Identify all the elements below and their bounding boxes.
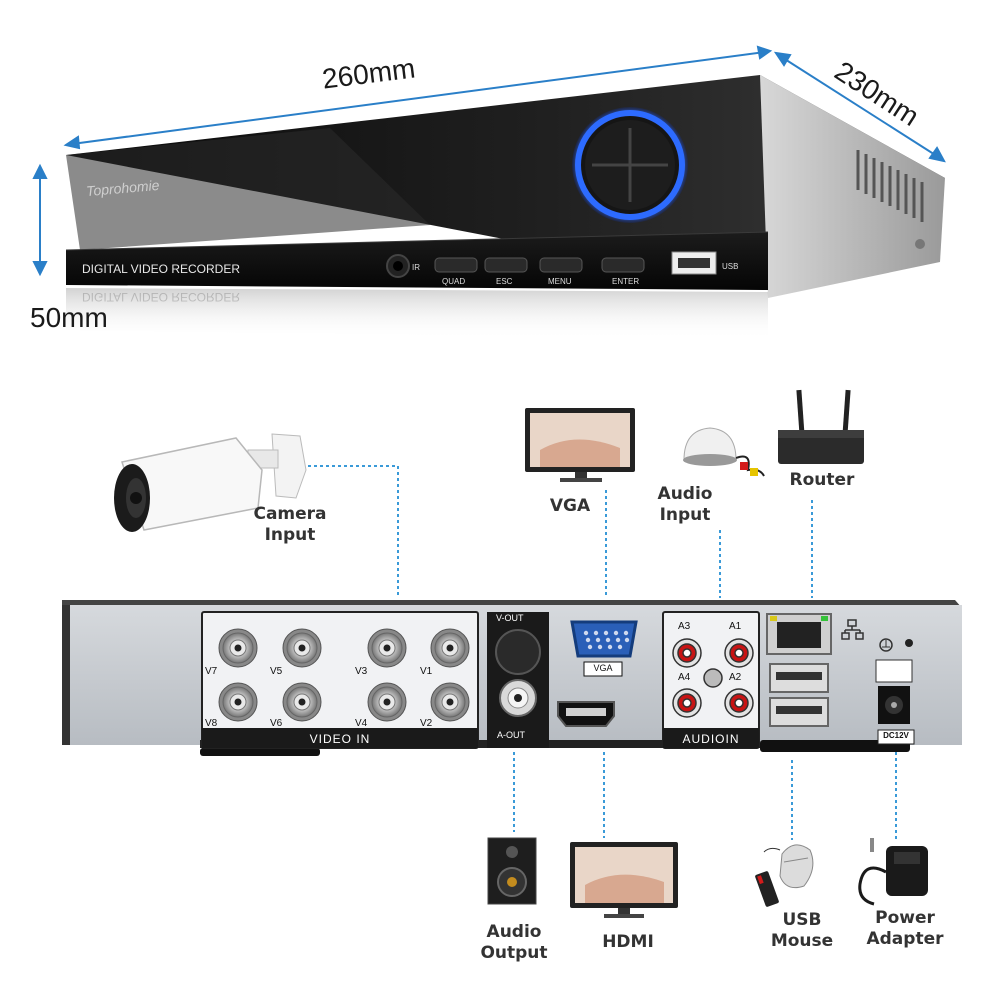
hdmi-monitor-icon: [570, 842, 678, 918]
model-text: DIGITAL VIDEO RECORDER: [82, 262, 241, 276]
enter-button-label: ENTER: [612, 277, 640, 286]
usb-front-label: USB: [722, 262, 739, 271]
bnc-connector: [218, 682, 258, 722]
vout-label: V-OUT: [496, 613, 524, 623]
dc-label: DC12V: [883, 731, 909, 740]
audio-label-a3: A3: [678, 621, 691, 632]
front-reflection: [66, 288, 768, 340]
vga-monitor-icon: [525, 408, 635, 482]
video-in-label: VIDEO IN: [309, 732, 371, 746]
bnc-connector: [430, 682, 470, 722]
audio-label-a4: A4: [678, 672, 691, 683]
quad-button-label: QUAD: [442, 277, 466, 286]
audio-in-label: AUDIOIN: [682, 732, 740, 746]
router-icon: [778, 389, 864, 464]
bnc-connector: [282, 682, 322, 722]
esc-button-label: ESC: [496, 277, 513, 286]
video-label-v4: V4: [355, 718, 368, 729]
dimension-height-label: 50mm: [30, 302, 108, 333]
model-text-reflection: DIGITAL VIDEO RECORDER: [82, 290, 241, 304]
video-label-v3: V3: [355, 666, 368, 677]
dvr-rear-unit: [62, 600, 962, 756]
usb-mouse-label: USB Mouse: [770, 910, 834, 951]
audio-output-label: Audio Output: [480, 922, 548, 963]
vga-label: VGA: [549, 496, 591, 516]
bnc-connector: [282, 628, 322, 668]
audio-label-a1: A1: [729, 621, 742, 632]
bnc-connector: [367, 682, 407, 722]
power-adapter-icon: [858, 838, 928, 906]
bnc-connector: [430, 628, 470, 668]
camera-icon: [114, 433, 307, 532]
audio-label-a2: A2: [729, 672, 742, 683]
ir-label: IR: [412, 263, 420, 272]
microphone-icon: [683, 427, 765, 477]
power-adapter-label: Power Adapter: [866, 908, 944, 949]
audio-input-label: Audio Input: [657, 484, 713, 525]
dimension-depth-arrow: [773, 51, 946, 163]
video-label-v1: V1: [420, 666, 433, 677]
bnc-connector: [218, 628, 258, 668]
video-label-v7: V7: [205, 666, 218, 677]
aout-label: A-OUT: [497, 730, 525, 740]
bnc-connector: [367, 628, 407, 668]
video-label-v6: V6: [270, 718, 283, 729]
vga-port-label: VGA: [593, 663, 613, 673]
dimension-height-arrow: [32, 163, 48, 277]
speaker-icon: [487, 837, 537, 905]
video-label-v8: V8: [205, 718, 218, 729]
router-label: Router: [789, 470, 855, 490]
video-label-v2: V2: [420, 718, 433, 729]
camera-input-label: Camera Input: [253, 504, 327, 545]
dvr-front-unit: [65, 75, 945, 298]
dimension-width-arrow: [63, 45, 773, 150]
mouse-icon: [755, 844, 814, 907]
connector-lines: [308, 465, 897, 840]
menu-button-label: MENU: [548, 277, 572, 286]
hdmi-label: HDMI: [602, 932, 654, 952]
video-label-v5: V5: [270, 666, 283, 677]
